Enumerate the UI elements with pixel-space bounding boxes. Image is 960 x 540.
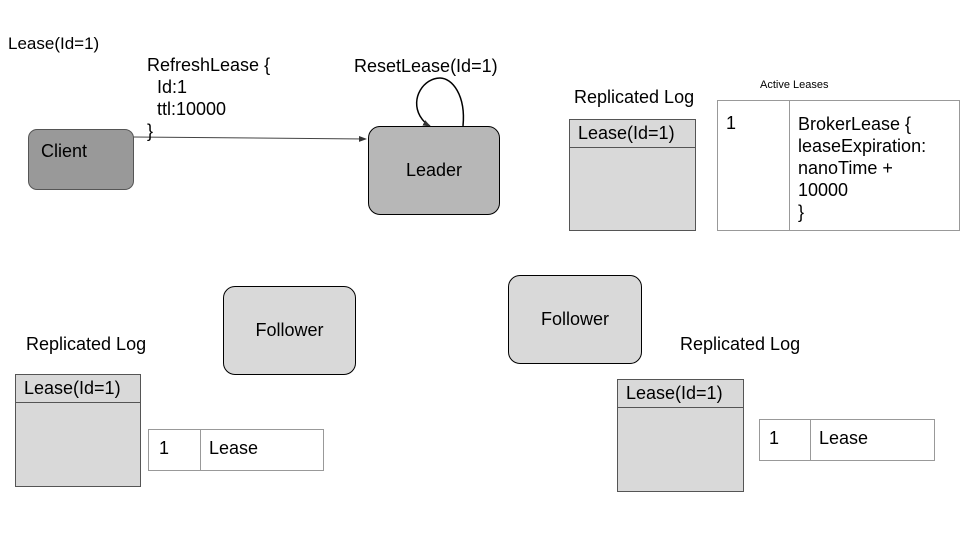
broker-lease-line: nanoTime + xyxy=(798,158,893,178)
right-log-entry: Lease(Id=1) xyxy=(618,380,743,408)
refresh-line: RefreshLease { xyxy=(147,55,271,75)
refresh-lease-message: RefreshLease { Id:1 ttl:10000 } xyxy=(147,54,270,142)
active-leases-table: 1 BrokerLease { leaseExpiration: nanoTim… xyxy=(717,100,960,231)
active-leases-title: Active Leases xyxy=(760,79,829,91)
reset-lease-label: ResetLease(Id=1) xyxy=(354,56,498,76)
right-replicated-log: Lease(Id=1) xyxy=(617,379,744,492)
broker-lease-line: 10000 xyxy=(798,180,849,200)
refresh-line: Id:1 xyxy=(147,77,188,97)
broker-lease-line: BrokerLease { xyxy=(798,114,912,134)
left-log-entry: Lease(Id=1) xyxy=(16,375,140,403)
leader-log-entry: Lease(Id=1) xyxy=(570,120,695,148)
reset-self-loop-arrow xyxy=(415,77,465,127)
follower-left-label: Follower xyxy=(255,320,324,340)
left-lease-value: Lease xyxy=(209,438,259,458)
refresh-line: ttl:10000 xyxy=(147,99,227,119)
leader-log-title: Replicated Log xyxy=(574,87,695,107)
broker-lease-line: leaseExpiration: xyxy=(798,136,927,156)
left-lease-table: 1 Lease xyxy=(148,429,324,471)
client-label: Client xyxy=(41,141,88,161)
right-lease-value: Lease xyxy=(819,428,869,448)
refresh-line: } xyxy=(147,121,154,141)
leader-replicated-log: Lease(Id=1) xyxy=(569,119,696,231)
left-replicated-log: Lease(Id=1) xyxy=(15,374,141,487)
right-lease-table: 1 Lease xyxy=(759,419,935,461)
left-log-title: Replicated Log xyxy=(26,334,147,354)
corner-lease-label: Lease(Id=1) xyxy=(8,34,100,53)
refresh-arrow xyxy=(132,135,367,142)
leader-node[interactable]: Leader xyxy=(368,126,500,215)
leader-label: Leader xyxy=(405,160,463,180)
broker-lease-line: } xyxy=(798,202,805,222)
left-lease-id: 1 xyxy=(149,430,201,470)
follower-node-left[interactable]: Follower xyxy=(223,286,356,375)
active-lease-value: BrokerLease { leaseExpiration: nanoTime … xyxy=(790,101,934,230)
right-log-title: Replicated Log xyxy=(680,334,801,354)
right-lease-id: 1 xyxy=(760,420,811,460)
active-lease-id: 1 xyxy=(718,101,790,230)
follower-right-label: Follower xyxy=(540,309,610,329)
follower-node-right[interactable]: Follower xyxy=(508,275,642,364)
client-node[interactable]: Client xyxy=(28,129,134,190)
